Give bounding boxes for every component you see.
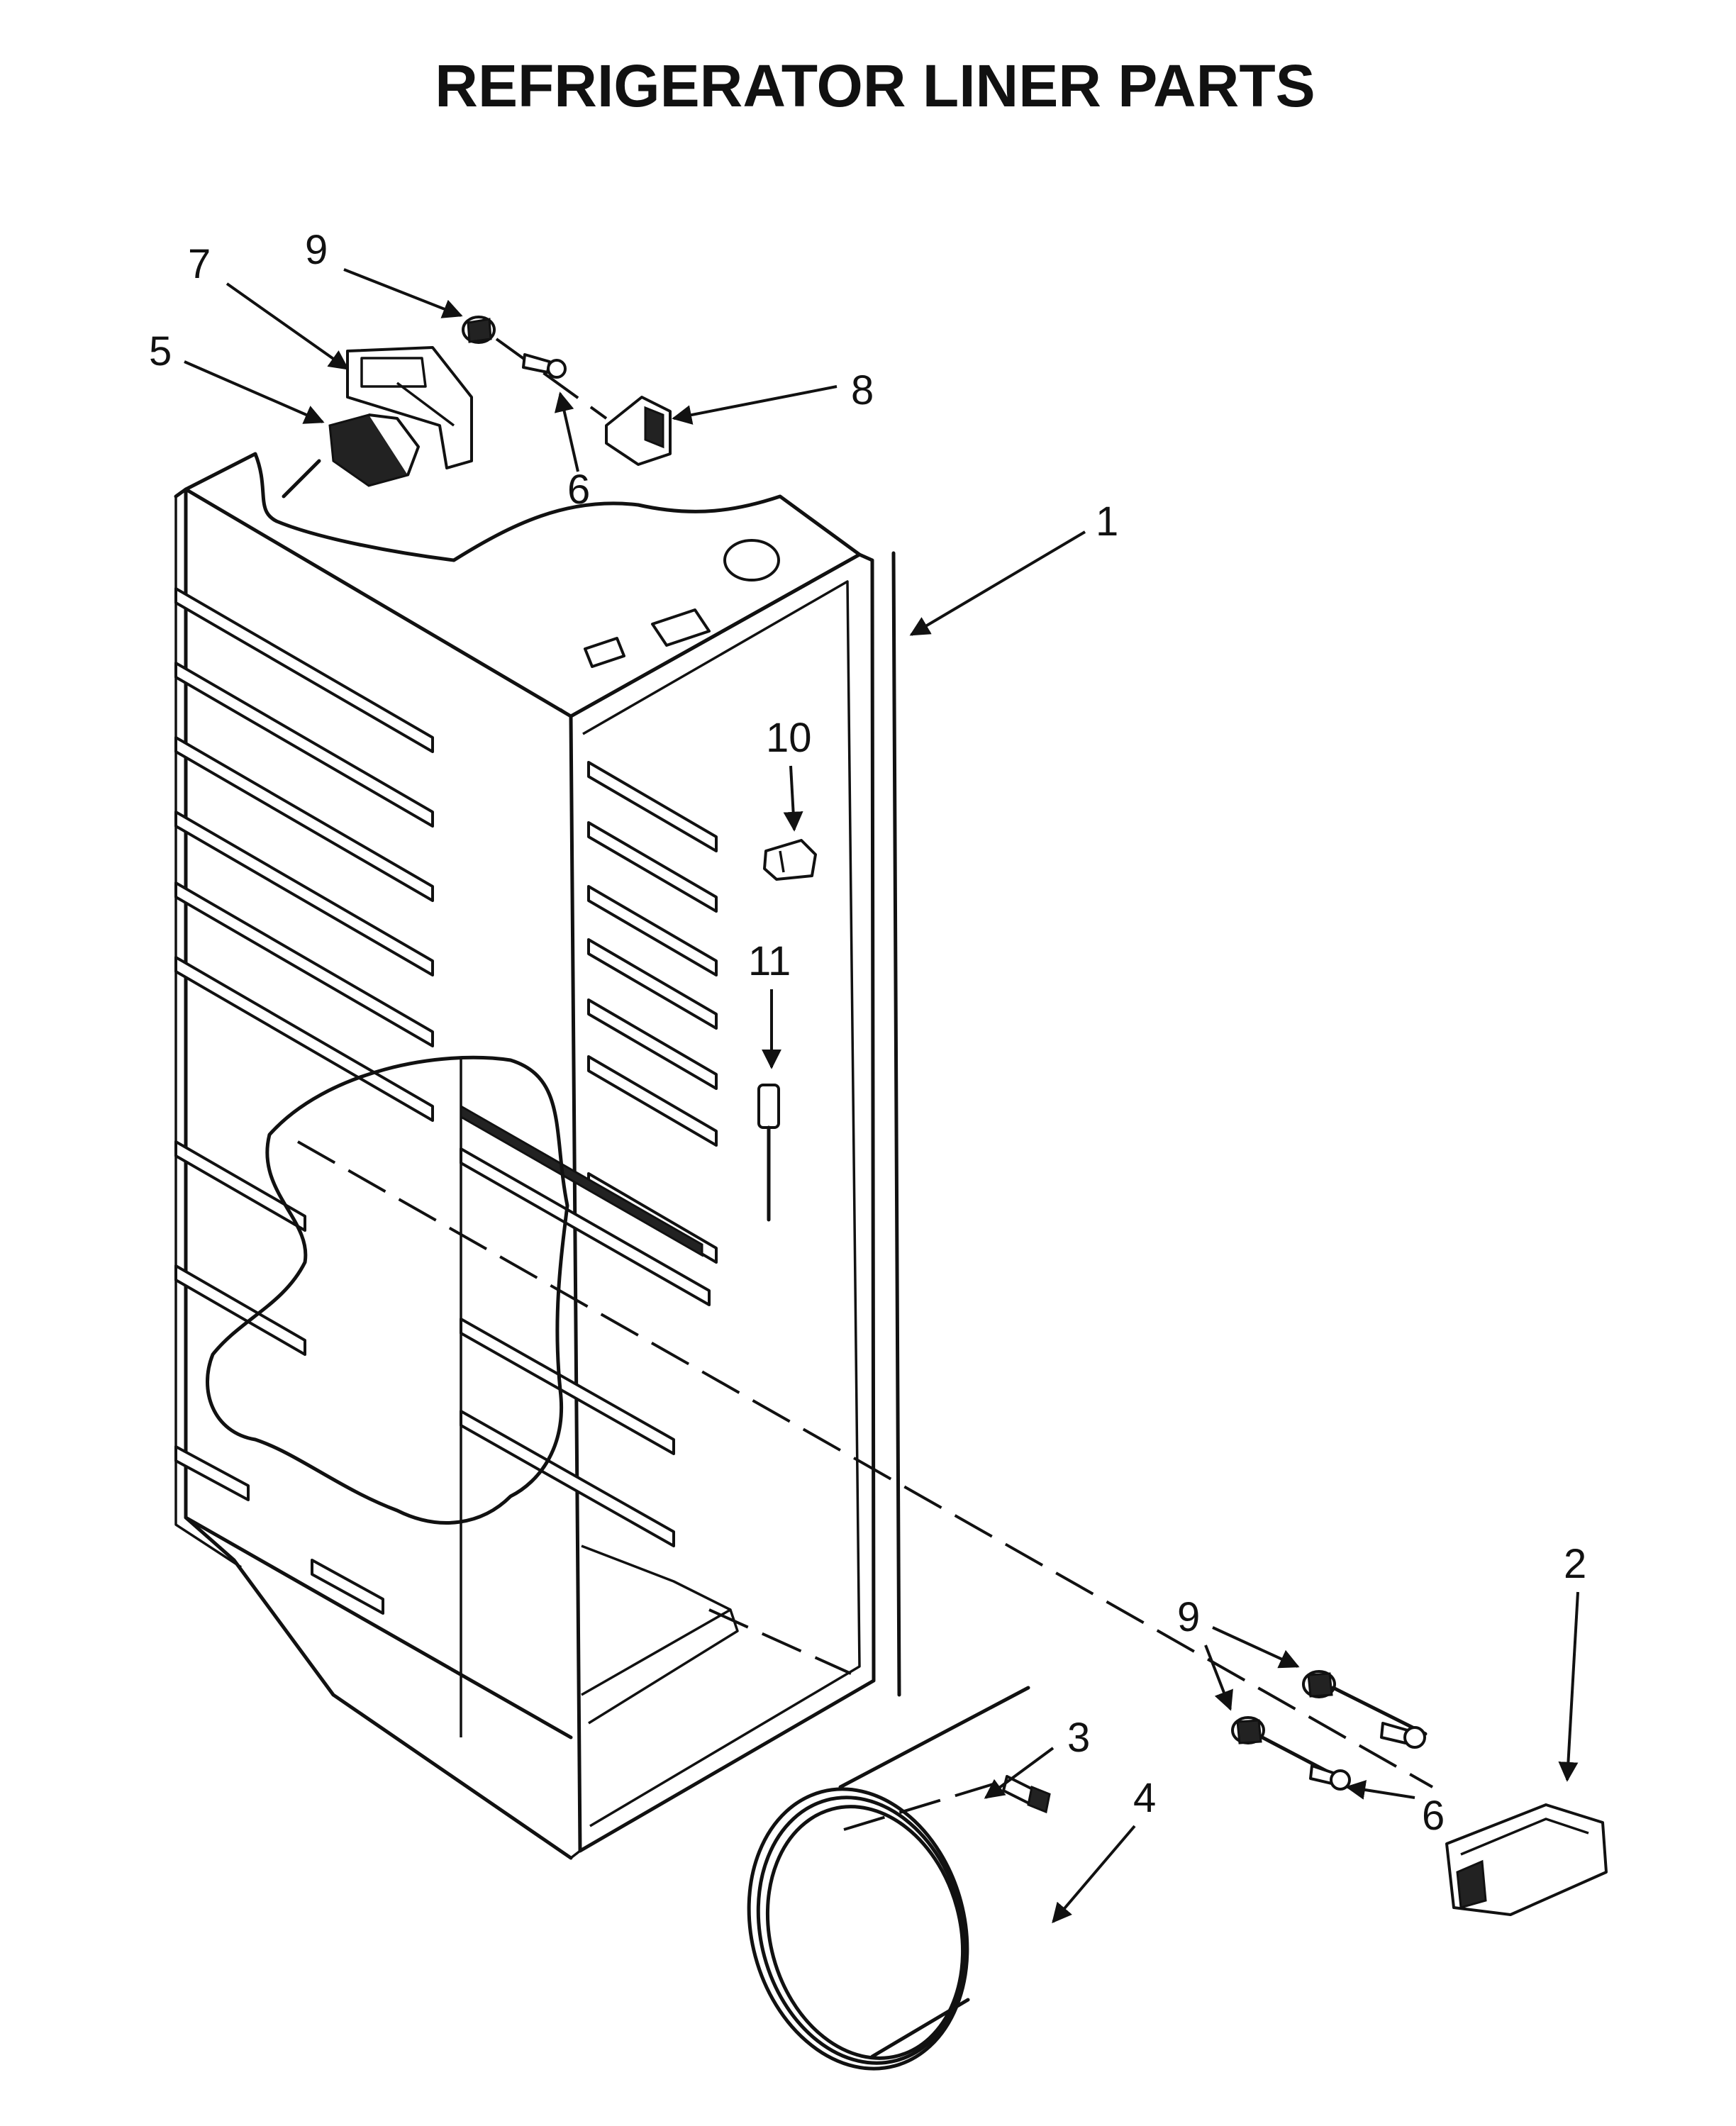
- callout-9-bottom: 9: [1177, 1594, 1200, 1640]
- callout-11: 11: [748, 938, 791, 984]
- part-4-screw: [843, 1775, 1051, 1831]
- assembly-line-2: [708, 1608, 852, 1675]
- callout-2: 2: [1564, 1541, 1586, 1587]
- callout-3: 3: [1067, 1715, 1090, 1761]
- part-6-bottom: [1260, 1686, 1428, 1791]
- part-5-control: [282, 413, 420, 499]
- part-9-top: [462, 316, 496, 344]
- callout-9-top: 9: [305, 227, 328, 273]
- side-wall-rails: [460, 761, 718, 1547]
- leader-lines: [184, 268, 1579, 1924]
- part-7-bracket: [346, 346, 473, 469]
- callout-8: 8: [851, 367, 874, 413]
- diagram-title: REFRIGERATOR LINER PARTS: [435, 52, 1315, 119]
- assembly-line: [297, 1140, 1433, 1788]
- part-8-cover: [605, 396, 672, 466]
- part-10-clip: [763, 839, 817, 881]
- part-9-bottom: [1231, 1670, 1336, 1744]
- callout-6-bottom: 6: [1422, 1793, 1445, 1839]
- callout-4: 4: [1133, 1775, 1156, 1821]
- back-wall-rails: [174, 587, 434, 1615]
- callout-1: 1: [1096, 499, 1118, 545]
- callout-10: 10: [766, 715, 812, 761]
- callout-7: 7: [188, 241, 211, 287]
- part-6-top: [495, 338, 608, 420]
- part-2-light-cover: [1445, 1803, 1608, 1916]
- callout-6-top: 6: [567, 467, 590, 513]
- part-3-tubing: [747, 1686, 1030, 2071]
- refrigerator-liner: [174, 452, 901, 1860]
- callout-labels: 1 2 3 4 5 6 6 7 8 9 9 10 11: [149, 227, 1586, 1839]
- part-11-sensor: [757, 1084, 780, 1222]
- callout-5: 5: [149, 328, 172, 374]
